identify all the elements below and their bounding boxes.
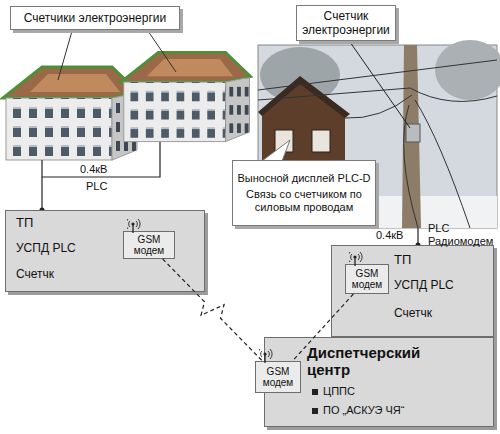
antenna-icon [349, 250, 367, 266]
leader-line [148, 31, 176, 72]
callout-box: Счетчики электроэнергии [10, 6, 180, 30]
node-text: ПО „АСКУЭ ЧЯ“ [323, 404, 483, 416]
bullet-square [312, 408, 318, 414]
power-wire [42, 142, 160, 177]
callout-pointer [262, 140, 290, 161]
node-text: GSM модем [347, 268, 387, 290]
node-text: УСПД PLC [394, 278, 489, 292]
wire-label: 0.4кВ [80, 163, 130, 176]
power-wire [41, 177, 42, 210]
node-text: GSM модем [125, 234, 173, 256]
node-text: GSM модем [257, 366, 299, 388]
leader-line [350, 42, 410, 128]
antenna-icon [127, 217, 145, 233]
callout-box: Выносной дисплей PLC-D Связь со счетчиком… [232, 160, 376, 226]
substation-box: ТП УСПД PLC Счетчк GSM модем [331, 245, 494, 337]
building [121, 52, 251, 141]
power-wire [417, 228, 418, 245]
wire-label: PLC [86, 180, 126, 193]
wire-label: PLC Радиомодем [428, 222, 492, 248]
antenna-icon [259, 347, 277, 363]
node-text: Счетчк [16, 267, 126, 281]
modem-box: GSM модем [123, 231, 175, 259]
node-text: Счетчики электроэнергии [24, 11, 166, 25]
building [3, 67, 138, 160]
control-center-box: Диспетчерский центрЦППСПО „АСКУЭ ЧЯ“GSM … [264, 337, 494, 427]
modem-box: GSM модем [255, 361, 301, 393]
callout-box: Счетчик электроэнергии [296, 5, 396, 41]
node-text: ТП [394, 252, 489, 267]
node-text: Счетчик электроэнергии [301, 9, 391, 37]
node-text: ТП [16, 215, 116, 230]
node-text: Связь со счетчиком по силовым проводам [237, 188, 371, 214]
node-text: Счетчк [394, 306, 489, 320]
substation-box: ТП УСПД PLC Счетчк GSM модем [5, 210, 205, 292]
node-text: ЦППС [323, 385, 483, 397]
bullet-square [312, 389, 318, 395]
wire-label: 0.4кВ [376, 229, 416, 242]
node-text: УСПД PLC [16, 241, 126, 255]
leader-line [58, 31, 72, 80]
modem-box: GSM модем [345, 264, 389, 294]
node-text: Диспетчерский центр [307, 344, 437, 378]
node-text: Выносной дисплей PLC-D [237, 172, 370, 185]
